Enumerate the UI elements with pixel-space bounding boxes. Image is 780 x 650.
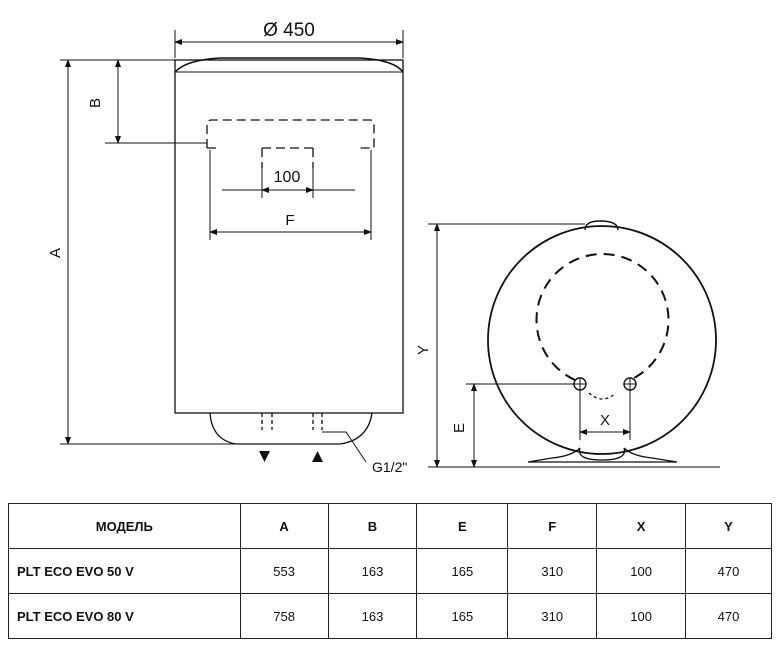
cell-x: 100 bbox=[596, 548, 687, 594]
header-model: МОДЕЛЬ bbox=[8, 503, 241, 549]
cell-y: 470 bbox=[685, 548, 772, 594]
table-header-row: МОДЕЛЬ A B E F X Y bbox=[8, 503, 772, 549]
top-handle bbox=[584, 220, 619, 231]
cell-b: 163 bbox=[327, 548, 418, 594]
dimensions-table: МОДЕЛЬ A B E F X Y PLT ECO EVO 50 V 553 … bbox=[8, 503, 772, 639]
cell-e: 165 bbox=[416, 593, 509, 639]
outlet-arrow-icon bbox=[259, 451, 270, 462]
header-f: F bbox=[507, 503, 598, 549]
mount-bracket bbox=[206, 119, 375, 168]
bottom-cap bbox=[209, 412, 373, 445]
dim-y-label: Y bbox=[415, 345, 432, 355]
header-b: B bbox=[327, 503, 418, 549]
cell-e: 165 bbox=[416, 548, 509, 594]
cell-a: 553 bbox=[239, 548, 329, 594]
header-y: Y bbox=[685, 503, 772, 549]
cell-y: 470 bbox=[685, 593, 772, 639]
dim-b-label: B bbox=[87, 98, 104, 108]
header-x: X bbox=[596, 503, 687, 549]
inner-dashed-outline bbox=[535, 253, 670, 381]
header-e: E bbox=[416, 503, 509, 549]
side-view bbox=[428, 220, 720, 468]
cell-f: 310 bbox=[507, 593, 598, 639]
table-row: PLT ECO EVO 50 V 553 163 165 310 100 470 bbox=[8, 548, 772, 594]
support-stand bbox=[527, 447, 678, 463]
dim-x-label: X bbox=[600, 412, 610, 429]
cell-a: 758 bbox=[239, 593, 329, 639]
dim-e-label: E bbox=[451, 423, 468, 433]
dim-100-label: 100 bbox=[274, 169, 301, 186]
table-row: PLT ECO EVO 80 V 758 163 165 310 100 470 bbox=[8, 593, 772, 639]
cell-model: PLT ECO EVO 50 V bbox=[8, 548, 241, 594]
dim-f-label: F bbox=[285, 212, 294, 229]
dim-a-label: A bbox=[47, 248, 64, 258]
cell-f: 310 bbox=[507, 548, 598, 594]
cell-b: 163 bbox=[327, 593, 418, 639]
cell-model: PLT ECO EVO 80 V bbox=[8, 593, 241, 639]
dim-diameter-label: Ø 450 bbox=[263, 20, 315, 41]
cell-x: 100 bbox=[596, 593, 687, 639]
header-a: A bbox=[239, 503, 329, 549]
pipe-left bbox=[261, 413, 273, 430]
thread-label: G1/2" bbox=[372, 459, 407, 475]
inlet-arrow-icon bbox=[312, 451, 323, 462]
top-cap bbox=[174, 57, 404, 73]
pipe-right bbox=[312, 413, 323, 430]
tank-body bbox=[174, 59, 404, 414]
front-view bbox=[60, 30, 404, 463]
tank-circle bbox=[487, 225, 717, 455]
technical-drawing: Ø 450 A B 100 F G1/2" Y E X bbox=[47, 20, 720, 475]
